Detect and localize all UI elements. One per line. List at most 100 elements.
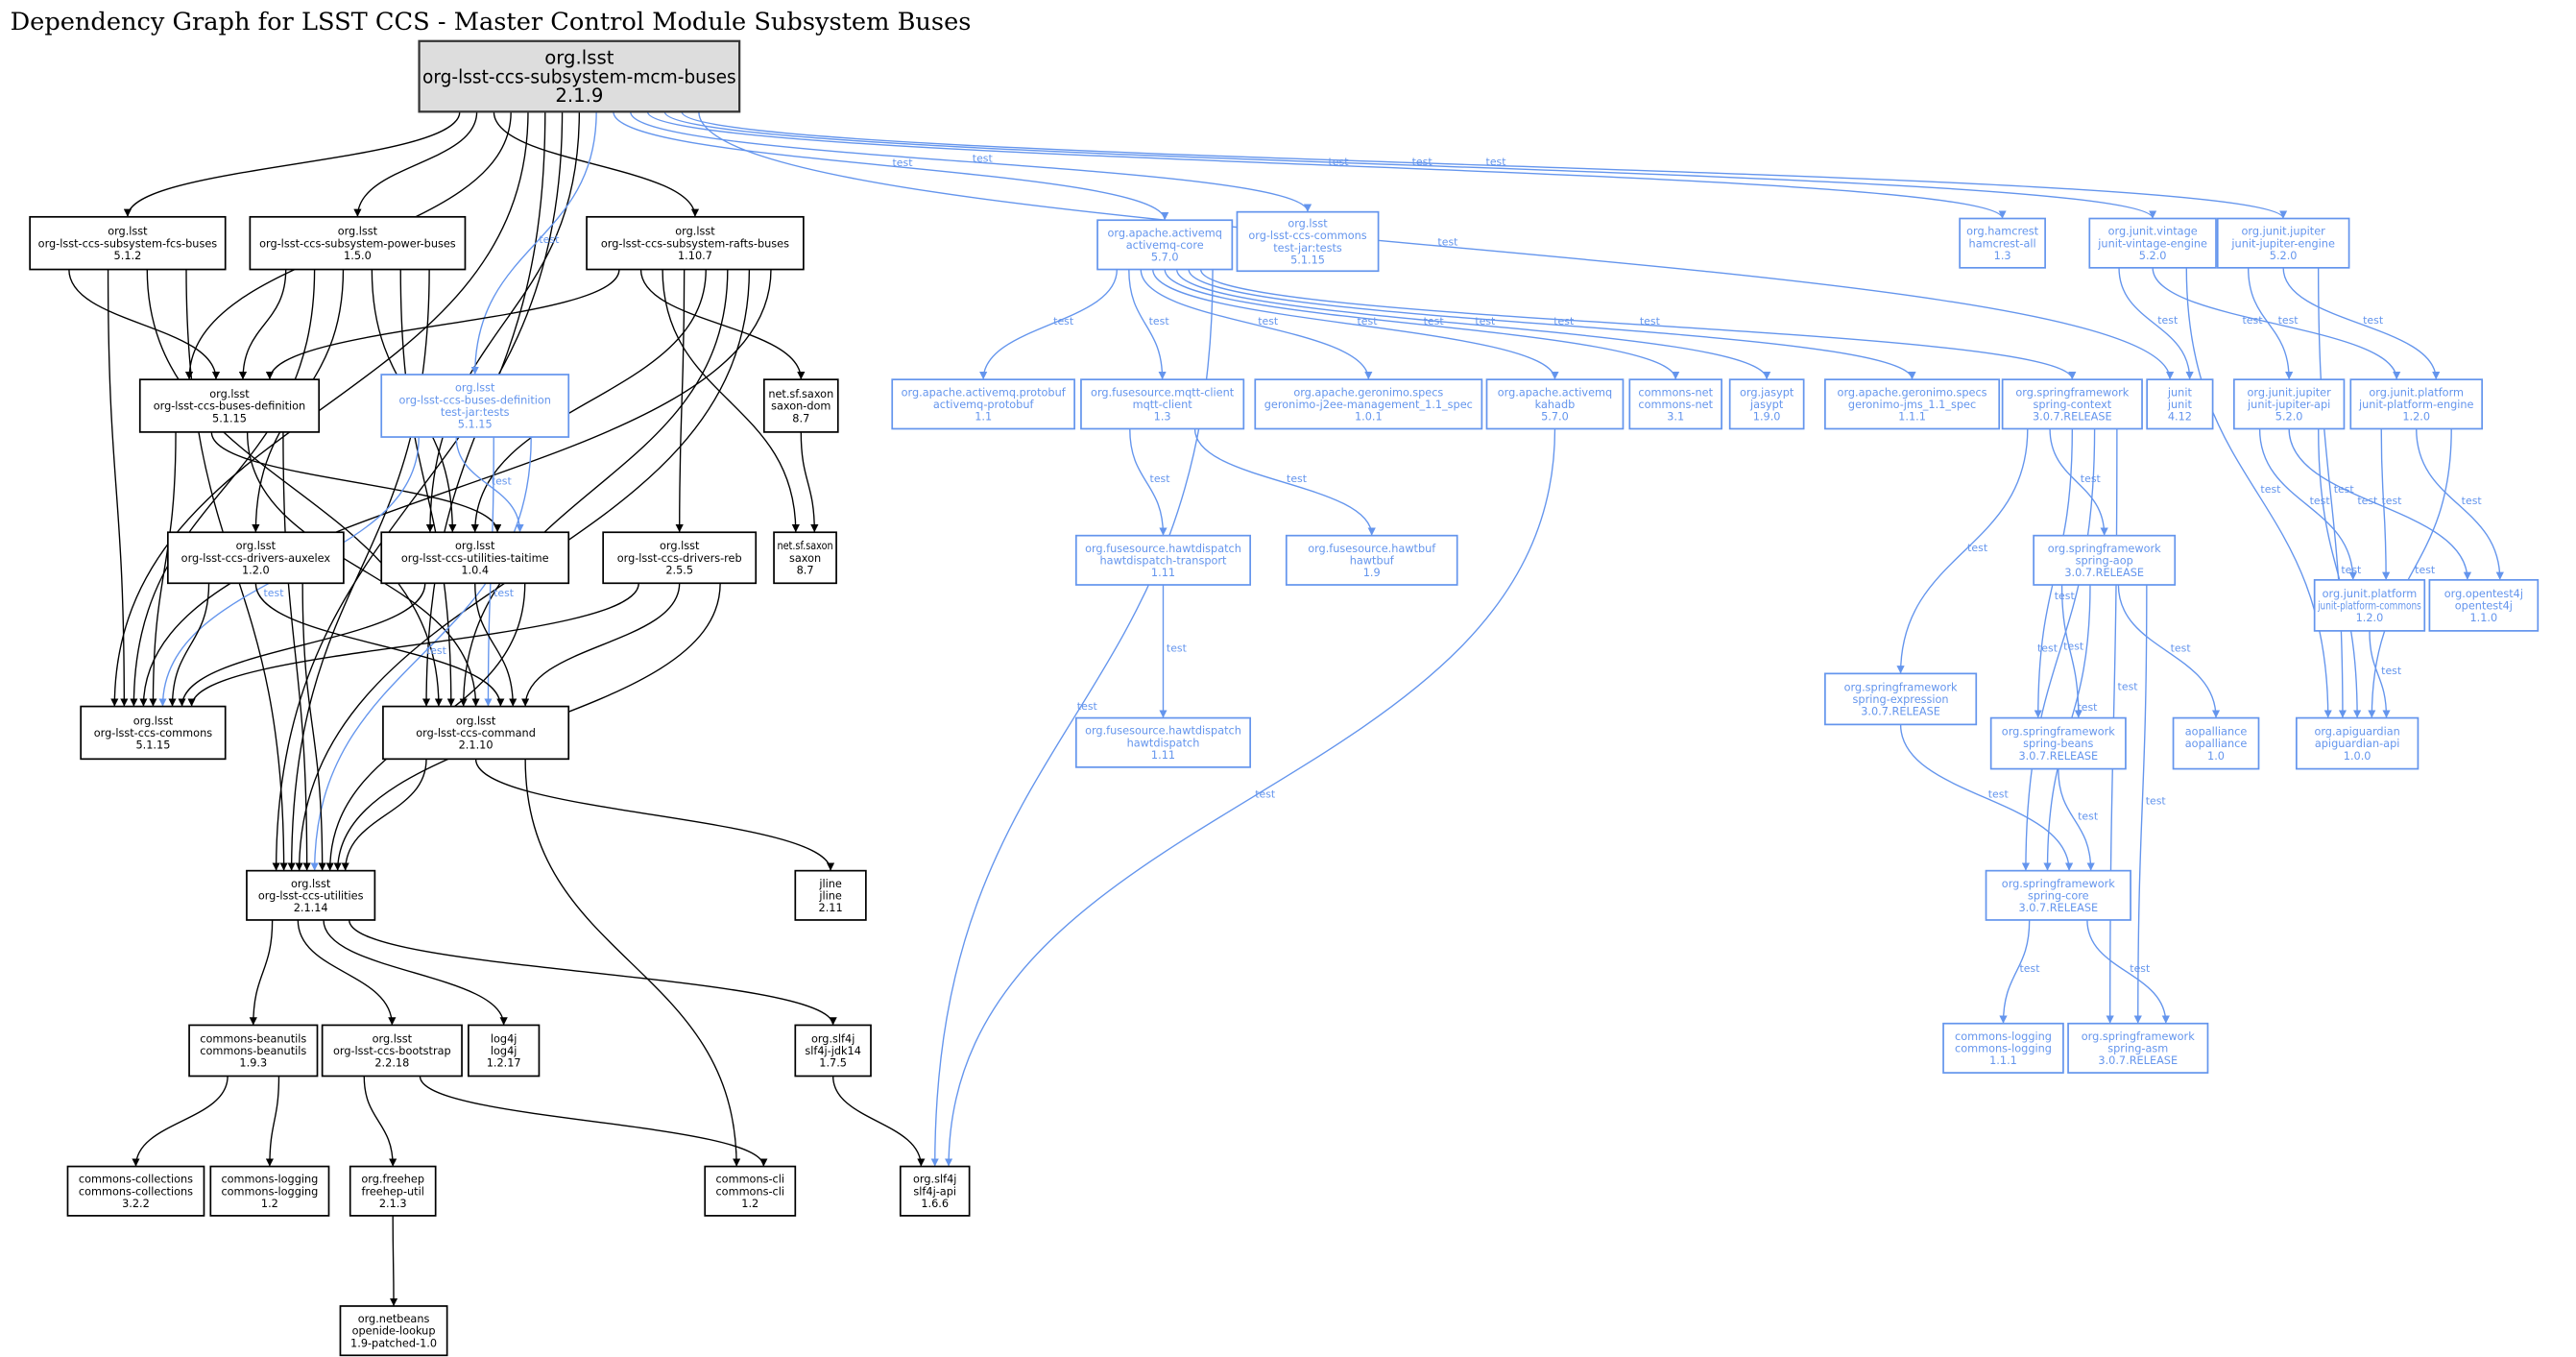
edge-root-to-rafts bbox=[493, 111, 700, 217]
node-vintage[interactable]: org.junit.vintagejunit-vintage-engine5.2… bbox=[2088, 217, 2217, 269]
node-version: 1.3 bbox=[1994, 250, 2011, 262]
node-version: 2.5.5 bbox=[665, 565, 693, 577]
node-openide[interactable]: org.netbeansopenide-lookup1.9-patched-1.… bbox=[339, 1305, 448, 1357]
node-box bbox=[2001, 378, 2143, 430]
edge-utilities-to-slf4jjdk bbox=[349, 919, 837, 1026]
node-artifact: freehep-util bbox=[361, 1185, 423, 1198]
node-jupiterengine[interactable]: org.junit.jupiterjunit-jupiter-engine5.2… bbox=[2216, 217, 2350, 269]
node-version: 1.9.0 bbox=[1753, 411, 1781, 424]
node-taitime[interactable]: org.lsstorg-lsst-ccs-utilities-taitime1.… bbox=[380, 531, 570, 585]
node-artifact: org-lsst-ccs-drivers-reb bbox=[617, 552, 742, 565]
node-commonstestjar[interactable]: org.lsstorg-lsst-ccs-commonstest-jar:tes… bbox=[1236, 210, 1380, 273]
edge-label-test: test bbox=[2415, 564, 2436, 576]
node-artifact: org-lsst-ccs-commons bbox=[1248, 230, 1366, 242]
node-rafts[interactable]: org.lsstorg-lsst-ccs-subsystem-rafts-bus… bbox=[586, 215, 805, 271]
node-group: commons-net bbox=[1638, 386, 1713, 399]
node-version: 5.1.15 bbox=[1290, 254, 1325, 267]
edge-label-test: test bbox=[2260, 483, 2281, 496]
node-box bbox=[382, 705, 570, 761]
node-version: 1.2.0 bbox=[242, 565, 270, 577]
node-platformcommons[interactable]: org.junit.platformjunit-platform-commons… bbox=[2313, 579, 2426, 632]
edge-label-test: test bbox=[2243, 314, 2264, 327]
edge-label-test: test bbox=[2341, 564, 2362, 576]
node-power[interactable]: org.lsstorg-lsst-ccs-subsystem-power-bus… bbox=[249, 215, 467, 271]
node-geronimojms[interactable]: org.apache.geronimo.specsgeronimo-jms_1.… bbox=[1824, 378, 2001, 430]
edge-label-test: test bbox=[1149, 315, 1170, 327]
node-box bbox=[899, 1165, 971, 1217]
node-protobuf[interactable]: org.apache.activemq.protobufactivemq-pro… bbox=[891, 378, 1075, 430]
edge-label-test: test bbox=[2055, 590, 2076, 602]
node-version: 1.9.3 bbox=[239, 1057, 267, 1070]
edge-label-test: test bbox=[1475, 315, 1496, 327]
edge-fcs-to-command bbox=[146, 269, 444, 707]
node-box bbox=[794, 1024, 872, 1078]
node-box bbox=[1254, 378, 1483, 430]
node-box bbox=[1074, 716, 1252, 768]
node-artifact: junit bbox=[2167, 399, 2193, 411]
node-platformengine[interactable]: org.junit.platformjunit-platform-engine1… bbox=[2349, 378, 2484, 430]
node-version: 2.11 bbox=[819, 902, 843, 914]
node-box bbox=[166, 531, 345, 585]
node-busdef[interactable]: org.lsstorg-lsst-ccs-buses-definition5.1… bbox=[138, 378, 321, 433]
node-hawtdispatch[interactable]: org.fusesource.hawtdispatchhawtdispatch1… bbox=[1074, 716, 1252, 768]
node-springcontext[interactable]: org.springframeworkspring-context3.0.7.R… bbox=[2001, 378, 2143, 430]
node-group: org.lsst bbox=[455, 540, 495, 552]
node-springaop[interactable]: org.springframeworkspring-aop3.0.7.RELEA… bbox=[2033, 534, 2177, 586]
node-artifact: commons-net bbox=[1638, 399, 1713, 411]
node-artifact: apiguardian-api bbox=[2315, 738, 2400, 750]
node-busdeftest[interactable]: org.lsstorg-lsst-ccs-buses-definitiontes… bbox=[380, 374, 570, 438]
node-artifact: junit-jupiter-engine bbox=[2230, 237, 2335, 250]
node-auxelex[interactable]: org.lsstorg-lsst-ccs-drivers-auxelex1.2.… bbox=[166, 531, 345, 585]
node-springasm[interactable]: org.springframeworkspring-asm3.0.7.RELEA… bbox=[2067, 1022, 2209, 1074]
node-root[interactable]: org.lsstorg-lsst-ccs-subsystem-mcm-buses… bbox=[418, 39, 741, 113]
node-fcs[interactable]: org.lsstorg-lsst-ccs-subsystem-fcs-buses… bbox=[29, 215, 227, 271]
node-artifact: org-lsst-ccs-drivers-auxelex bbox=[181, 552, 331, 565]
edge-label-test: test bbox=[1150, 473, 1171, 485]
node-springexpression[interactable]: org.springframeworkspring-expression3.0.… bbox=[1824, 672, 1978, 726]
node-artifact: org-lsst-ccs-utilities bbox=[258, 889, 364, 902]
node-hawttransport[interactable]: org.fusesource.hawtdispatchhawtdispatch-… bbox=[1074, 534, 1252, 586]
node-version: 1.2.17 bbox=[487, 1057, 521, 1070]
node-version: 5.1.2 bbox=[114, 250, 142, 262]
node-version: 3.0.7.RELEASE bbox=[2064, 567, 2144, 579]
edge-label-test: test bbox=[2278, 314, 2299, 327]
node-geronimoj2ee[interactable]: org.apache.geronimo.specsgeronimo-j2ee-m… bbox=[1254, 378, 1483, 430]
node-version: 3.0.7.RELEASE bbox=[2098, 1054, 2178, 1067]
edge-platformengine-to-opentest4j bbox=[2416, 428, 2504, 580]
node-springbeans[interactable]: org.springframeworkspring-beans3.0.7.REL… bbox=[1989, 716, 2127, 770]
node-group: org.fusesource.hawtdispatch bbox=[1085, 543, 1241, 555]
node-collections[interactable]: commons-collectionscommons-collections3.… bbox=[66, 1165, 205, 1217]
node-box bbox=[80, 705, 227, 761]
node-group: org.apache.activemq bbox=[1107, 227, 1221, 239]
node-version: 3.1 bbox=[1667, 411, 1684, 424]
node-springcore[interactable]: org.springframeworkspring-core3.0.7.RELE… bbox=[1985, 869, 2131, 921]
